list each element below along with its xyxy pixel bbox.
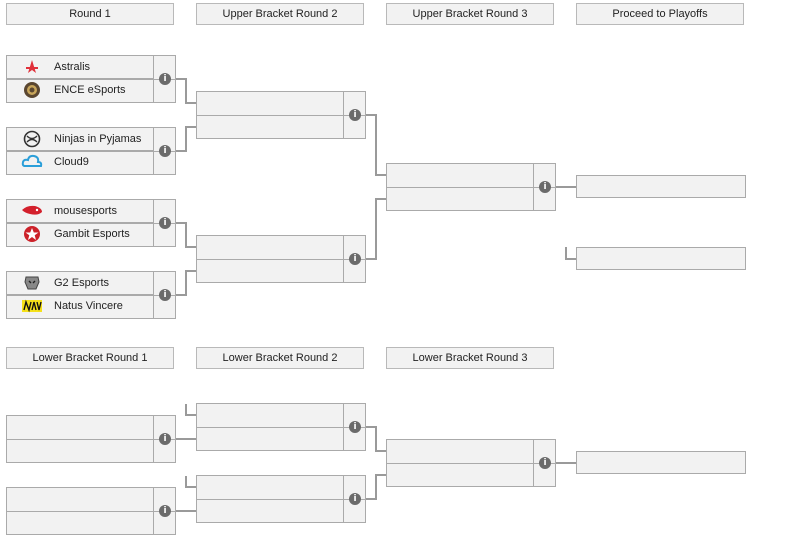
team-name: Gambit Esports bbox=[54, 228, 130, 240]
team-name: Natus Vincere bbox=[54, 300, 123, 312]
playoff-slot-2[interactable] bbox=[576, 247, 746, 270]
nip-logo-icon bbox=[23, 130, 41, 148]
info-icon[interactable]: i bbox=[159, 289, 171, 301]
round1-match-3[interactable]: mousesports Gambit Esports i bbox=[6, 199, 176, 247]
upper-round2-match-2[interactable]: i bbox=[196, 235, 366, 283]
navi-logo-icon bbox=[22, 299, 42, 313]
cloud9-logo-icon bbox=[21, 154, 43, 167]
header-upper-round-2: Upper Bracket Round 2 bbox=[196, 3, 364, 25]
round1-match-4[interactable]: G2 Esports Natus Vincere i bbox=[6, 271, 176, 319]
team-name: Astralis bbox=[54, 61, 91, 73]
team-slot[interactable]: Cloud9 bbox=[7, 151, 155, 174]
lower-round3-match-1[interactable]: i bbox=[386, 439, 556, 487]
lower-round2-match-1[interactable]: i bbox=[196, 403, 366, 451]
header-lower-round-3: Lower Bracket Round 3 bbox=[386, 347, 554, 369]
team-slot[interactable]: Ninjas in Pyjamas bbox=[7, 128, 155, 151]
team-name: Ninjas in Pyjamas bbox=[54, 133, 142, 145]
info-icon[interactable]: i bbox=[349, 493, 361, 505]
team-name: Cloud9 bbox=[54, 156, 89, 168]
info-icon[interactable]: i bbox=[159, 73, 171, 85]
playoff-slot-1[interactable] bbox=[576, 175, 746, 198]
astralis-logo-icon bbox=[26, 60, 38, 73]
header-lower-round-2: Lower Bracket Round 2 bbox=[196, 347, 364, 369]
mousesports-logo-icon bbox=[22, 205, 42, 215]
team-name: ENCE eSports bbox=[54, 84, 126, 96]
team-slot[interactable]: Natus Vincere bbox=[7, 295, 155, 318]
info-icon[interactable]: i bbox=[349, 421, 361, 433]
header-round-1: Round 1 bbox=[6, 3, 174, 25]
lower-round1-match-1[interactable]: i bbox=[6, 415, 176, 463]
info-icon[interactable]: i bbox=[349, 253, 361, 265]
lower-round2-match-2[interactable]: i bbox=[196, 475, 366, 523]
info-icon[interactable]: i bbox=[539, 457, 551, 469]
info-icon[interactable]: i bbox=[159, 505, 171, 517]
g2-logo-icon bbox=[24, 276, 40, 290]
header-upper-round-3: Upper Bracket Round 3 bbox=[386, 3, 554, 25]
info-icon[interactable]: i bbox=[159, 433, 171, 445]
team-slot[interactable]: G2 Esports bbox=[7, 272, 155, 295]
lower-round1-match-2[interactable]: i bbox=[6, 487, 176, 535]
playoff-slot-3[interactable] bbox=[576, 451, 746, 474]
ence-logo-icon bbox=[24, 82, 40, 98]
header-proceed-to-playoffs: Proceed to Playoffs bbox=[576, 3, 744, 25]
round1-match-2[interactable]: Ninjas in Pyjamas Cloud9 i bbox=[6, 127, 176, 175]
team-slot[interactable]: Astralis bbox=[7, 56, 155, 79]
team-name: mousesports bbox=[54, 205, 117, 217]
team-slot[interactable]: Gambit Esports bbox=[7, 223, 155, 246]
info-icon[interactable]: i bbox=[349, 109, 361, 121]
upper-round3-match-1[interactable]: i bbox=[386, 163, 556, 211]
info-icon[interactable]: i bbox=[539, 181, 551, 193]
team-name: G2 Esports bbox=[54, 277, 110, 289]
gambit-logo-icon bbox=[24, 226, 40, 242]
team-slot[interactable]: ENCE eSports bbox=[7, 79, 155, 102]
round1-match-1[interactable]: Astralis ENCE eSports i bbox=[6, 55, 176, 103]
team-slot[interactable]: mousesports bbox=[7, 200, 155, 223]
header-lower-round-1: Lower Bracket Round 1 bbox=[6, 347, 174, 369]
info-icon[interactable]: i bbox=[159, 217, 171, 229]
info-icon[interactable]: i bbox=[159, 145, 171, 157]
upper-round2-match-1[interactable]: i bbox=[196, 91, 366, 139]
